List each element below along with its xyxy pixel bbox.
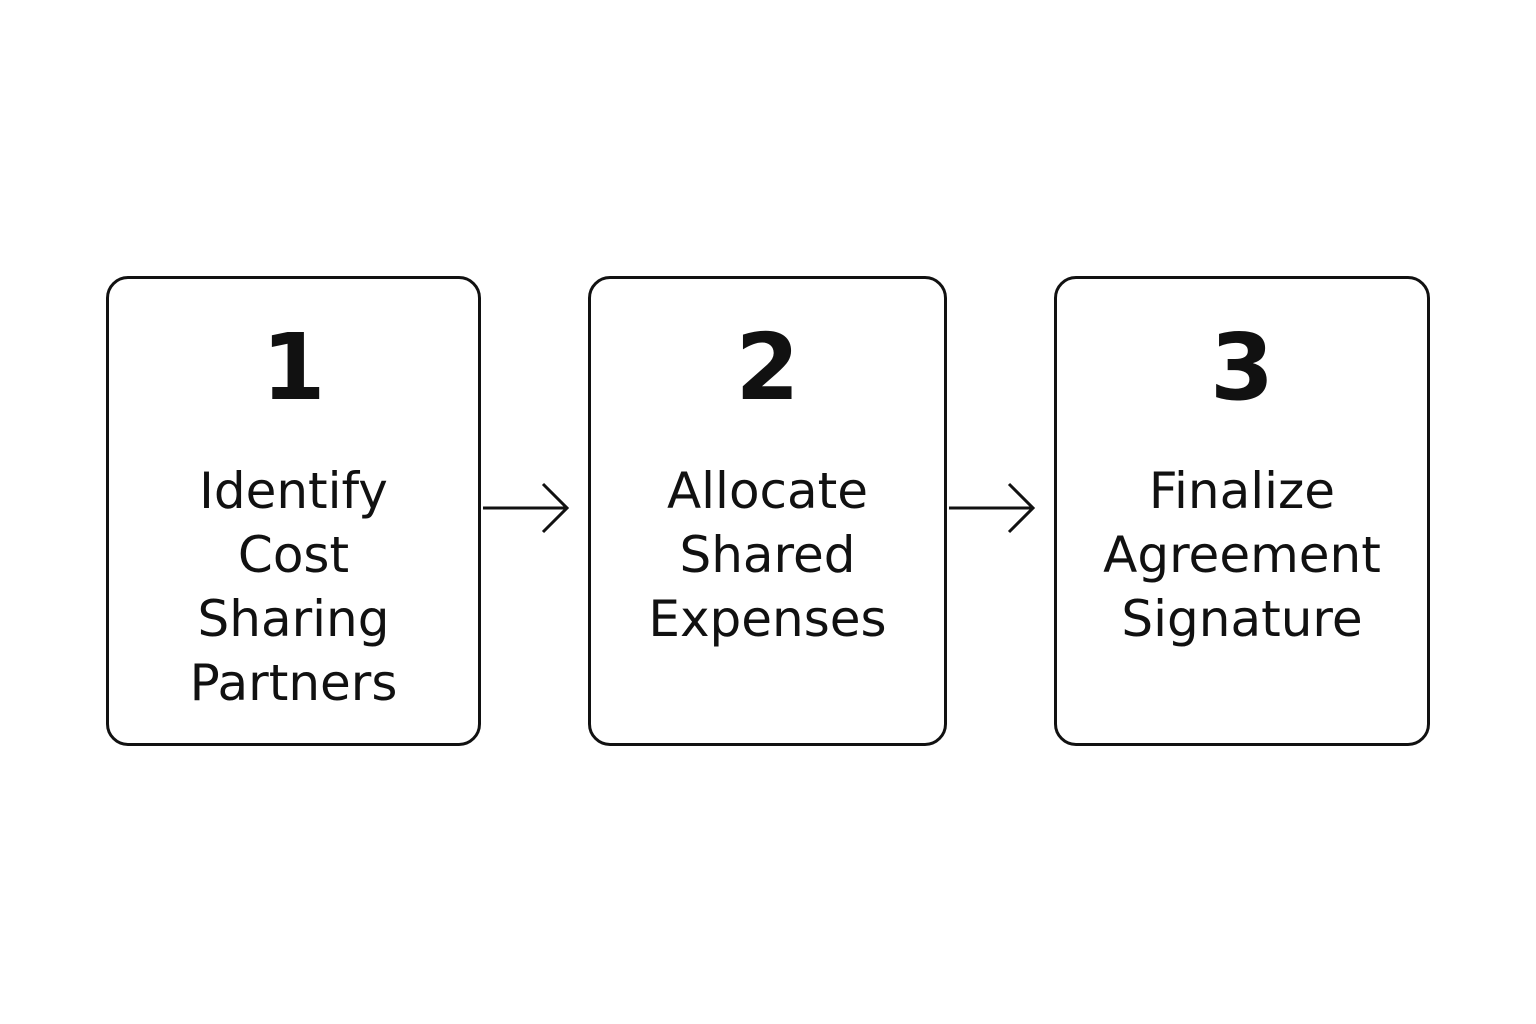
step-box-3: 3 Finalize Agreement Signature [1054, 276, 1430, 746]
step-number-3: 3 [1209, 314, 1274, 421]
step-label-1: Identify Cost Sharing Partners [189, 462, 398, 712]
step-number-2: 2 [735, 314, 800, 421]
step-label-2: Allocate Shared Expenses [648, 462, 887, 648]
step-box-1: 1 Identify Cost Sharing Partners [106, 276, 481, 746]
step-label-3: Finalize Agreement Signature [1103, 462, 1381, 648]
step-number-1: 1 [261, 314, 326, 421]
arrow-right-icon [483, 482, 570, 534]
arrow-right-icon [949, 482, 1036, 534]
step-box-2: 2 Allocate Shared Expenses [588, 276, 947, 746]
